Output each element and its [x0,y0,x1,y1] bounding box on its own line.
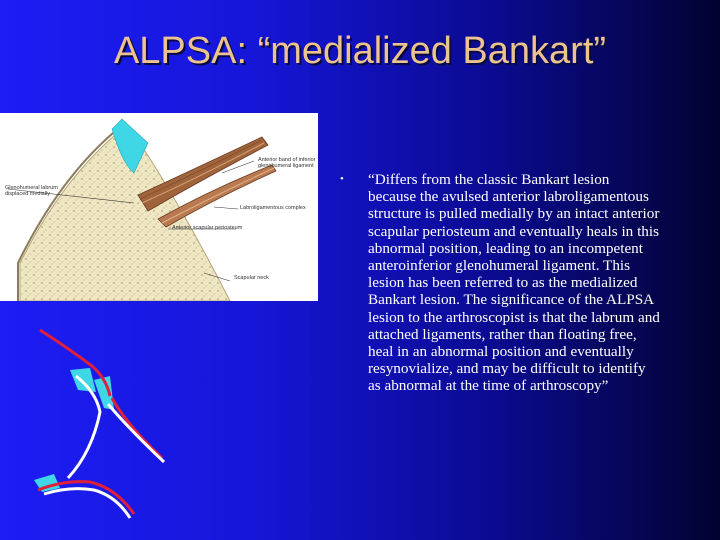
sketch-white-vertical [66,374,102,480]
sketch-red-lower [37,480,136,515]
bullet-list: • “Differs from the classic Bankart lesi… [340,171,660,395]
figure-label-top-right: Anterior band of inferior glenohumeral l… [258,157,316,169]
sketch-red-diagonal [110,397,164,460]
figure-label-periosteum: Anterior scapular periosteum [172,225,243,231]
bullet-text: “Differs from the classic Bankart lesion… [368,171,660,395]
figure-label-complex: Labroligamentous complex [240,205,306,211]
slide-title: ALPSA: “medialized Bankart” [113,30,607,72]
bullet-marker: • [340,173,344,185]
articular-cartilage [111,118,149,174]
sketch-white-diagonal [106,403,166,464]
alpsa-illustration: Glenohumeral labrum displaced medially A… [0,113,318,301]
illustration-drawing [7,118,277,301]
bullet-item: • “Differs from the classic Bankart lesi… [340,171,660,395]
sketch-white-lower [43,487,132,519]
sketch-red-upper [39,328,112,397]
schematic-sketch [34,328,166,519]
sketch-cartilage-upper [70,368,96,392]
sketch-cartilage-mid [94,376,114,410]
glenohumeral-ligament-band [157,164,277,228]
figure-label-bottom: Scapular neck [234,275,269,281]
figure-label-left: Glenohumeral labrum displaced medially [5,185,58,197]
